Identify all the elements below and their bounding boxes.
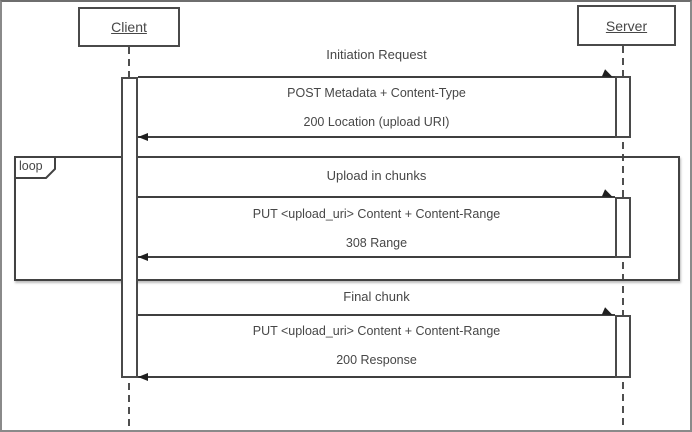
client-activation-bar bbox=[121, 77, 138, 378]
exchange2-response-line bbox=[138, 256, 615, 258]
loop-operator-label: loop bbox=[19, 159, 43, 173]
server-actor-box: Server bbox=[577, 5, 676, 46]
loop-fragment-frame: loop bbox=[14, 156, 680, 281]
exchange3-request-arrowhead-icon bbox=[601, 307, 615, 319]
exchange2-request-label: PUT <upload_uri> Content + Content-Range bbox=[252, 207, 501, 221]
exchange1-response-line bbox=[138, 136, 615, 138]
exchange3-request-label: PUT <upload_uri> Content + Content-Range bbox=[252, 324, 501, 338]
exchange3-response-arrowhead-icon bbox=[138, 373, 148, 381]
exchange1-request-arrowhead-icon bbox=[601, 69, 615, 81]
exchange1-response-arrowhead-icon bbox=[138, 133, 148, 141]
loop-pentagon-icon bbox=[14, 156, 56, 179]
exchange2-response-label: 308 Range bbox=[345, 236, 408, 250]
exchange2-title: Upload in chunks bbox=[326, 168, 427, 183]
server-actor-label: Server bbox=[605, 17, 648, 34]
server-activation-bar-3 bbox=[615, 315, 631, 378]
exchange3-title: Final chunk bbox=[343, 289, 410, 304]
exchange2-request-line bbox=[138, 196, 615, 198]
exchange3-response-line bbox=[138, 376, 615, 378]
server-activation-bar-2 bbox=[615, 197, 631, 258]
loop-operator-pentagon: loop bbox=[14, 156, 56, 179]
exchange1-response-label: 200 Location (upload URI) bbox=[303, 115, 450, 129]
server-activation-bar-1 bbox=[615, 76, 631, 138]
exchange3-request-line bbox=[138, 314, 615, 316]
client-actor-label: Client bbox=[111, 19, 147, 35]
exchange1-title: Initiation Request bbox=[326, 47, 427, 62]
exchange3-response-label: 200 Response bbox=[336, 353, 417, 367]
exchange1-request-label: POST Metadata + Content-Type bbox=[287, 86, 466, 100]
exchange2-response-arrowhead-icon bbox=[138, 253, 148, 261]
client-actor-box: Client bbox=[78, 7, 180, 47]
exchange1-request-line bbox=[138, 76, 615, 78]
